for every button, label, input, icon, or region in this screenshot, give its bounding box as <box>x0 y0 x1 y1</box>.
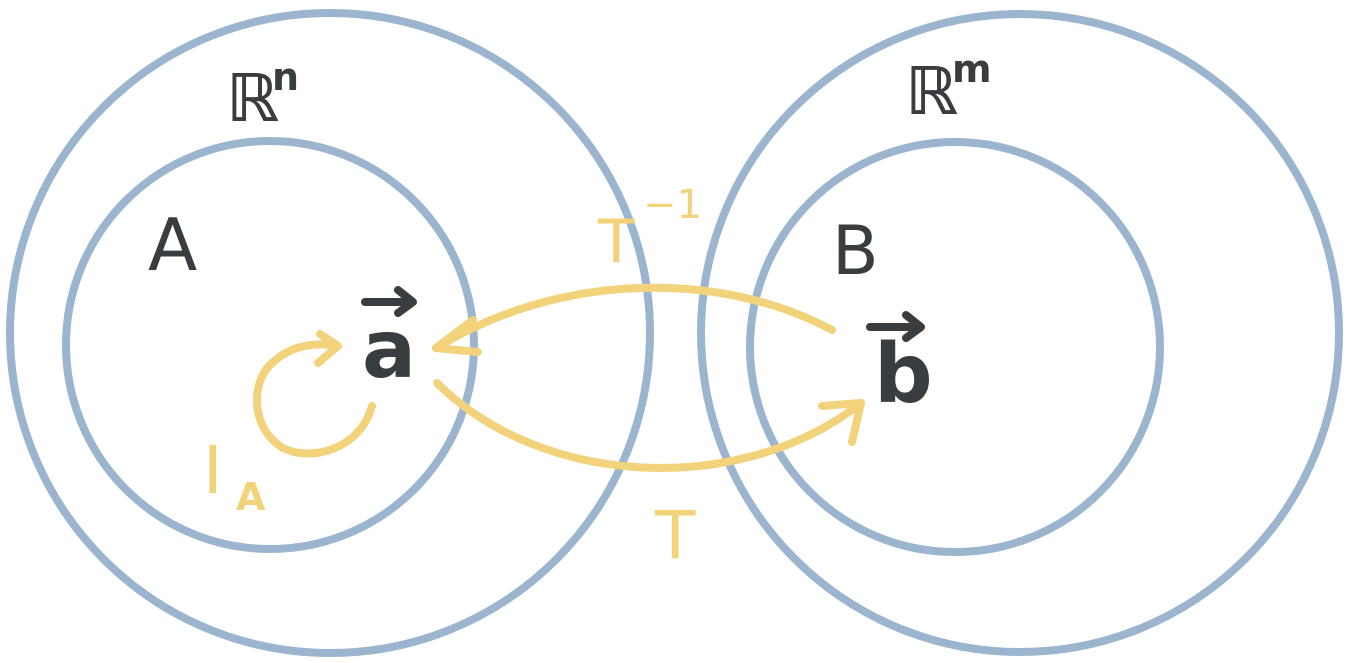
subset-b-label: B <box>832 212 879 291</box>
subset-a-label: A <box>148 203 197 287</box>
inverse-map-label: T <box>597 207 635 277</box>
vector-a-arrow-icon <box>361 286 417 317</box>
inverse-map-arrowhead <box>432 316 482 356</box>
vector-b-arrow-icon <box>866 311 925 342</box>
identity-map-arrowhead <box>314 330 342 367</box>
identity-map-arrow <box>253 340 376 458</box>
rn-superscript: n <box>272 55 299 99</box>
inverse-map-arrow <box>432 283 836 352</box>
rn-label: ℝ <box>226 60 279 137</box>
inner-circle-b <box>746 138 1164 556</box>
inverse-map-superscript: −1 <box>643 182 702 228</box>
rm-label: ℝ <box>905 53 958 130</box>
outer-circle-rn <box>6 9 654 657</box>
inner-circle-a <box>62 137 478 553</box>
forward-map-arrow <box>433 379 865 472</box>
forward-map-label: T <box>654 497 696 574</box>
rm-superscript: m <box>952 47 992 91</box>
forward-map-arrowhead <box>818 399 865 446</box>
vector-a-label: a <box>362 303 416 396</box>
vector-b-label: b <box>874 327 933 422</box>
outer-circle-rm <box>697 10 1343 656</box>
identity-map-subscript: A <box>236 475 266 519</box>
identity-map-label: I <box>203 432 222 509</box>
